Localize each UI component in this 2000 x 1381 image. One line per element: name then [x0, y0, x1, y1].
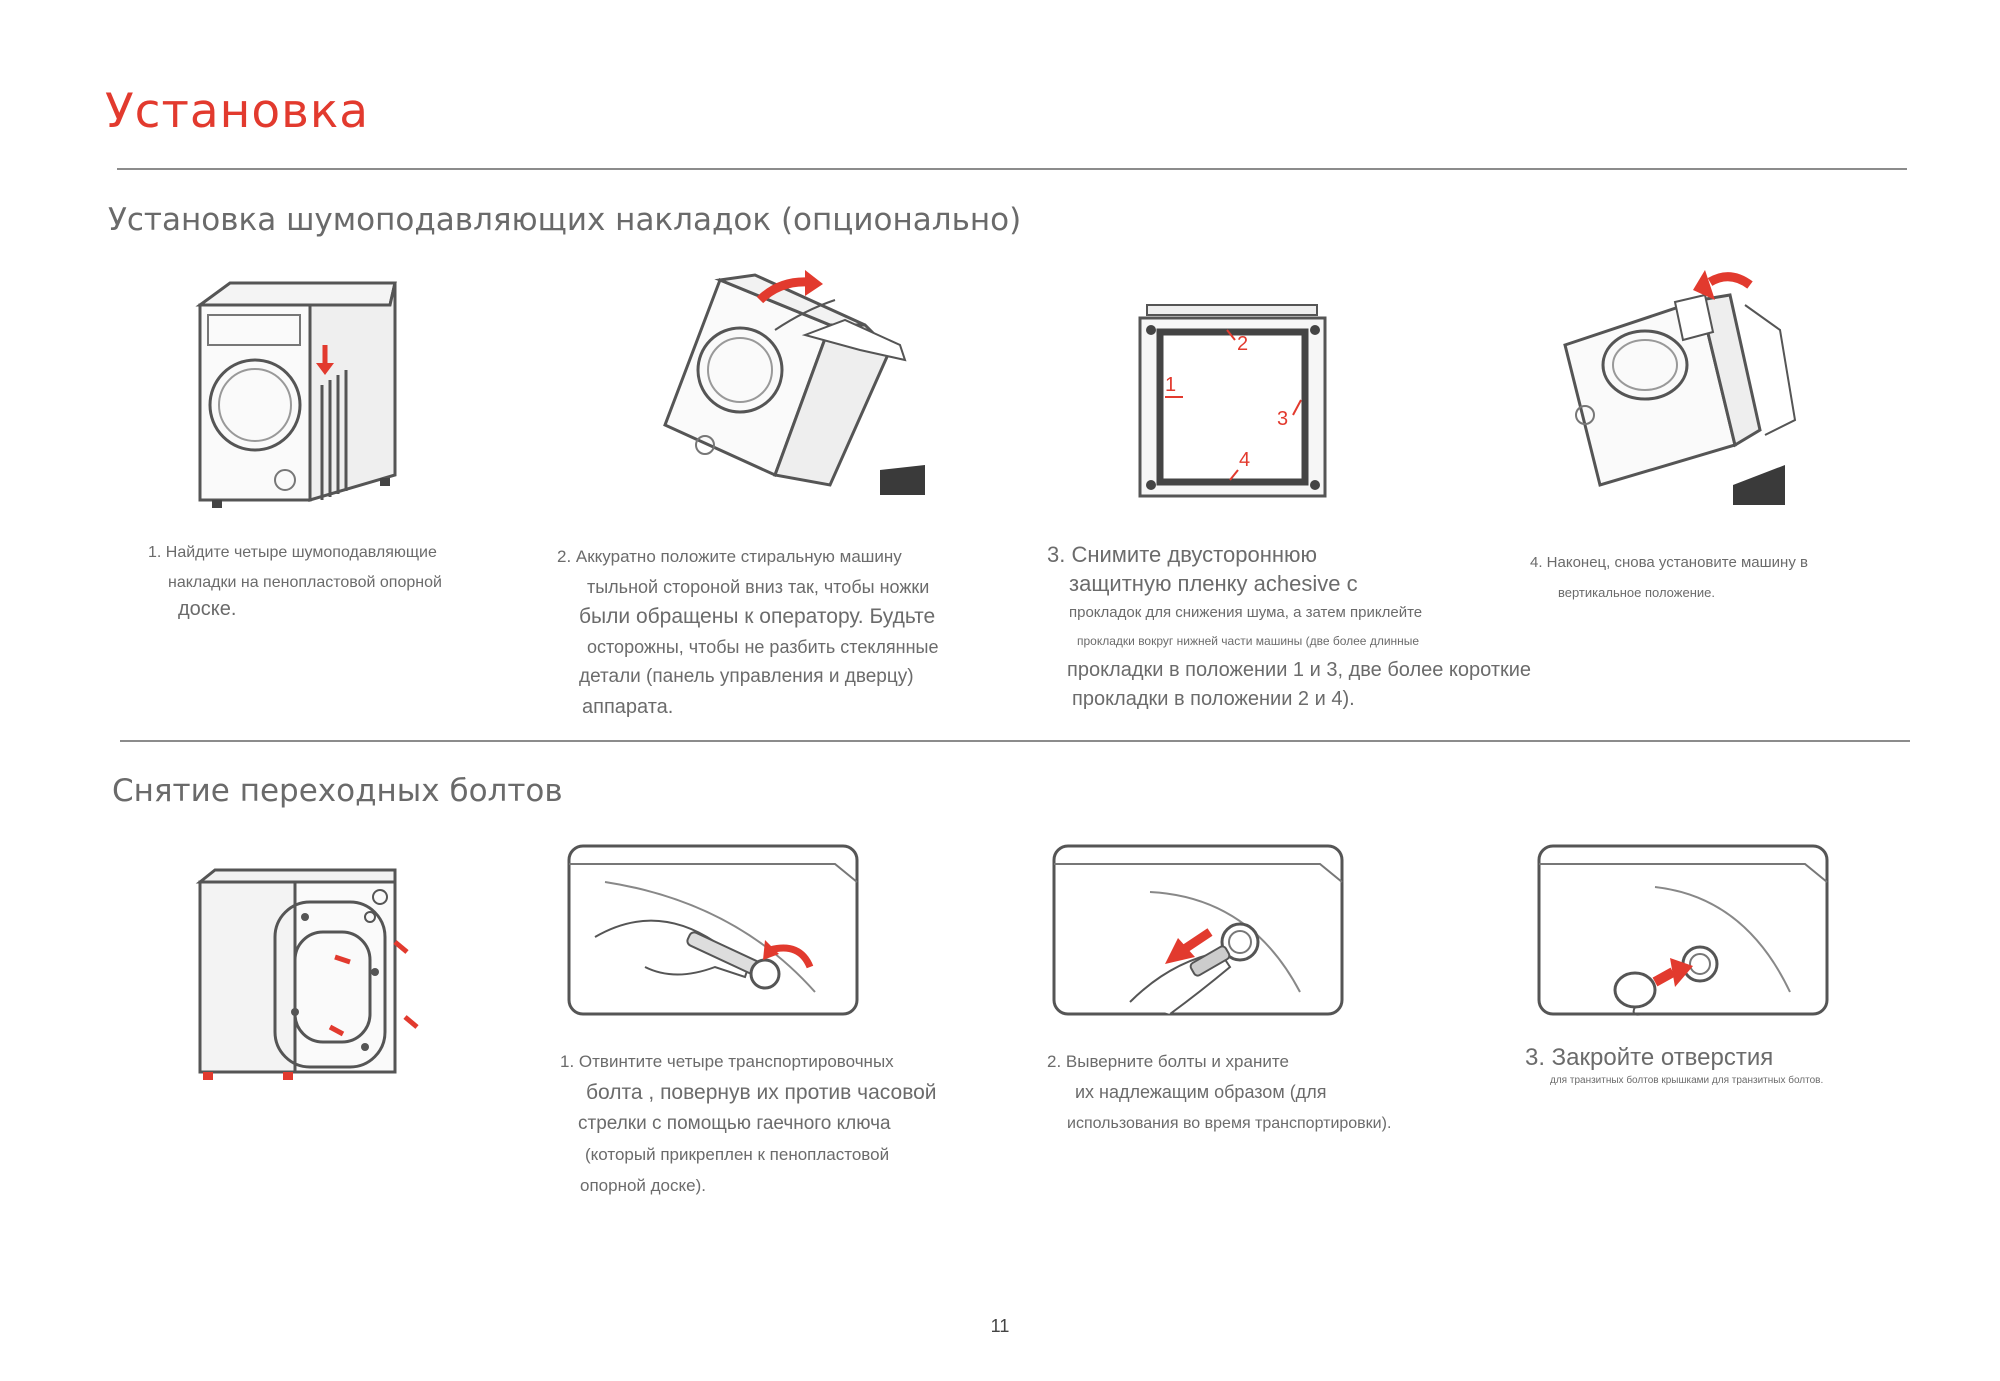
caption-line: для транзитных болтов крышками для транз… — [1525, 1074, 1823, 1088]
caption-line: прокладки в положении 1 и 3, две более к… — [1047, 656, 1531, 685]
pad-label-4: 4 — [1239, 449, 1250, 471]
s2-step2-caption: 2. Выверните болты и храните их надлежащ… — [1047, 1046, 1391, 1139]
caption-line: 1. Найдите четыре шумоподавляющие — [148, 538, 442, 568]
s2-step3-caption: 3. Закройте отверстия для транзитных бол… — [1525, 1042, 1823, 1088]
section1-title: Установка шумоподавляющих накладок (опци… — [108, 202, 1021, 238]
caption-line: прокладок для снижения шума, а затем при… — [1047, 598, 1531, 627]
section2-title: Снятие переходных болтов — [112, 773, 563, 809]
s1-step4-caption: 4. Наконец, снова установите машину в ве… — [1530, 548, 1808, 608]
caption-line: доске. — [148, 598, 442, 620]
washer-with-pads-illustration — [190, 275, 410, 515]
middle-divider — [120, 740, 1910, 742]
caption-line: 1. Отвинтите четыре транспортировочных — [560, 1046, 937, 1077]
s1-step2-caption: 2. Аккуратно положите стиральную машину … — [557, 542, 939, 722]
pad-positions-diagram: 1 2 3 4 — [1135, 300, 1335, 505]
s1-step3-caption: 3. Снимите двустороннюю защитную пленку … — [1047, 540, 1531, 714]
tilt-washer-back-illustration — [645, 270, 945, 510]
caption-line: 2. Аккуратно положите стиральную машину — [557, 542, 939, 572]
caption-line: осторожны, чтобы не разбить стеклянные — [557, 632, 939, 662]
caption-line: защитную пленку achesive с — [1047, 569, 1531, 598]
pad-label-2: 2 — [1237, 333, 1248, 355]
caption-line: были обращены к оператору. Будьте — [557, 602, 939, 632]
caption-line: болта , повернув их против часовой — [560, 1077, 937, 1108]
pad-label-1: 1 — [1165, 374, 1176, 396]
caption-line: прокладки в положении 2 и 4). — [1047, 685, 1531, 714]
caption-line: использования во время транспортировки). — [1047, 1108, 1391, 1139]
caption-line: аппарата. — [557, 692, 939, 722]
caption-line: прокладки вокруг нижней части машины (дв… — [1047, 627, 1531, 656]
wrench-unscrew-illustration — [565, 842, 861, 1020]
upright-washer-illustration — [1555, 260, 1825, 515]
caption-line: тыльной стороной вниз так, чтобы ножки — [557, 572, 939, 602]
page-number: 11 — [0, 1316, 2000, 1337]
pad-label-3: 3 — [1277, 408, 1288, 430]
caption-line: 2. Выверните болты и храните — [1047, 1046, 1391, 1077]
cap-hole-illustration — [1535, 842, 1831, 1020]
s1-step1-caption: 1. Найдите четыре шумоподавляющие наклад… — [148, 538, 442, 620]
page-title: Установка — [105, 84, 369, 139]
caption-line: 3. Закройте отверстия — [1525, 1042, 1823, 1074]
remove-bolt-illustration — [1050, 842, 1346, 1020]
caption-line: вертикальное положение. — [1530, 578, 1808, 608]
caption-line: накладки на пенопластовой опорной — [148, 568, 442, 598]
caption-line: опорной доске). — [560, 1170, 937, 1201]
washer-back-bolts-illustration — [195, 862, 425, 1087]
caption-line: (который прикреплен к пенопластовой — [560, 1139, 937, 1170]
caption-line: стрелки с помощью гаечного ключа — [560, 1108, 937, 1139]
s2-step1-caption: 1. Отвинтите четыре транспортировочных б… — [560, 1046, 937, 1201]
top-divider — [117, 168, 1907, 170]
caption-line: их надлежащим образом (для — [1047, 1077, 1391, 1108]
caption-line: детали (панель управления и дверцу) — [557, 662, 939, 692]
caption-line: 4. Наконец, снова установите машину в — [1530, 548, 1808, 578]
caption-line: 3. Снимите двустороннюю — [1047, 540, 1531, 569]
